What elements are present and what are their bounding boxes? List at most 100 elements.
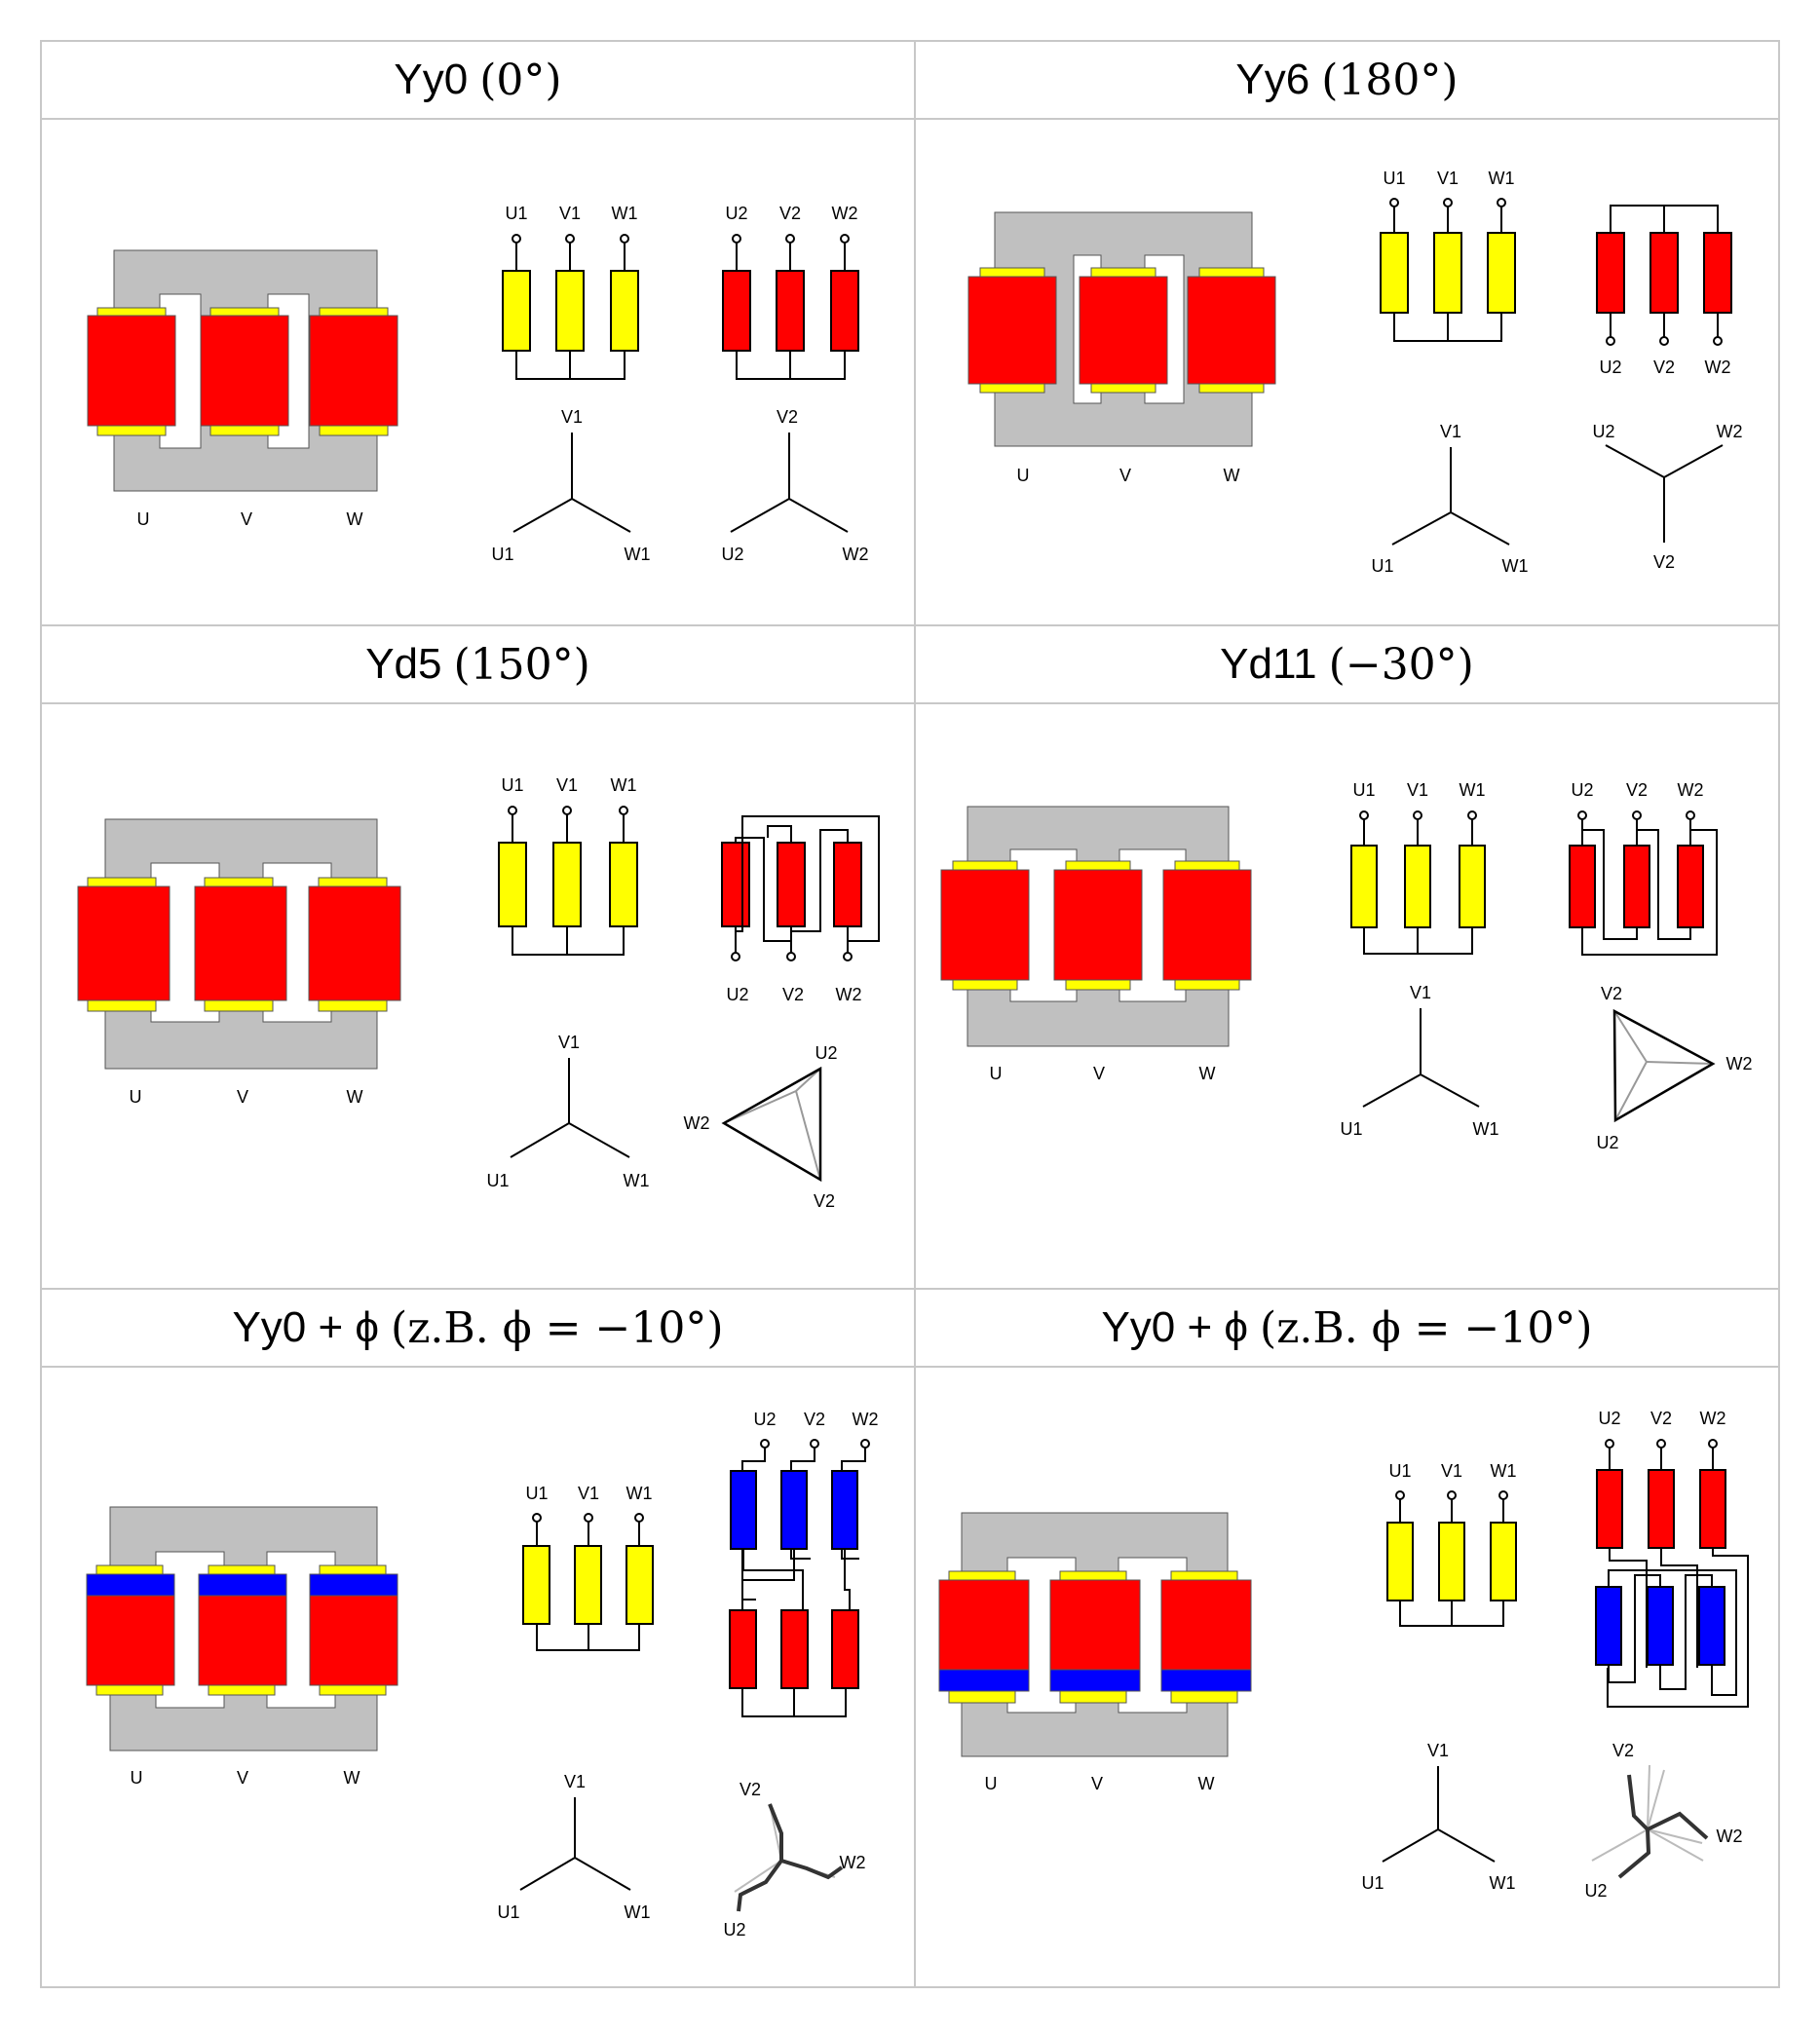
phasor-diagram-secondary-yy0-phi-a: V2 W2 U2 [723, 1780, 865, 1940]
phasor-label-u2: U2 [815, 1043, 837, 1063]
phasor-label-u2: U2 [723, 1920, 745, 1940]
winding-schematic-secondary-yy0-phi-b: U2 V2 W2 [1595, 1409, 1749, 1708]
terminal-label-u1: U1 [1352, 780, 1375, 800]
phasor-diagram-primary-yy0-phi-a: V1 U1 W1 [497, 1772, 650, 1922]
terminal-label-u2: U2 [1571, 780, 1593, 800]
terminal-label-u: U [1017, 466, 1030, 485]
terminal-label-v: V [1091, 1774, 1103, 1793]
winding-schematic-secondary-yy6: U2 V2 W2 [1596, 205, 1732, 377]
phasor-label-w1: W1 [1473, 1119, 1499, 1139]
phasor-label-u1: U1 [1361, 1873, 1384, 1893]
phase-angle: (z.B. ϕ = −10°) [1260, 1302, 1593, 1353]
terminal-label-w: W [347, 1087, 363, 1107]
vector-group-name: Yy0 + ϕ [1101, 1303, 1249, 1351]
winding-schematic-secondary-yy0: U2 V2 W2 [722, 204, 859, 380]
phasor-label-v2: V2 [1612, 1741, 1634, 1760]
terminal-label-v2: V2 [804, 1410, 825, 1429]
phasor-label-w2: W2 [843, 545, 869, 564]
winding-schematic-primary-yy6: U1 V1 W1 [1380, 169, 1516, 342]
phasor-label-v1: V1 [1440, 422, 1461, 441]
cell-title-yy0: Yy0 (0°) [42, 42, 914, 120]
terminal-label-w1: W1 [1491, 1461, 1517, 1481]
phasor-label-w1: W1 [625, 545, 651, 564]
phasor-label-u1: U1 [1371, 556, 1393, 576]
terminal-label-w: W [1224, 466, 1240, 485]
phasor-diagram-secondary-yy0-phi-b: V2 W2 U2 [1584, 1741, 1742, 1901]
phasor-diagram-secondary-yy6: U2 W2 V2 [1592, 422, 1742, 572]
terminal-label-v: V [241, 509, 252, 529]
terminal-label-w2: W2 [1678, 780, 1704, 800]
phasor-label-v1: V1 [561, 407, 583, 427]
phasor-label-u2: U2 [1584, 1881, 1607, 1901]
vector-group-name: Yd5 [365, 640, 442, 688]
phasor-label-v2: V2 [1653, 552, 1675, 572]
winding-schematic-primary-yd11: U1 V1 W1 [1350, 780, 1486, 955]
phasor-label-v2: V2 [739, 1780, 761, 1799]
winding-schematic-secondary-yd5: U2 V2 W2 [721, 815, 880, 1004]
winding-schematic-primary-yy0-phi-b: U1 V1 W1 [1386, 1461, 1517, 1627]
terminal-label-u: U [985, 1774, 998, 1793]
terminal-label-w: W [1199, 1064, 1216, 1083]
terminal-label-w2: W2 [1700, 1409, 1726, 1428]
terminal-label-w: W [347, 509, 363, 529]
cell-title-yy0-phi-b: Yy0 + ϕ (z.B. ϕ = −10°) [916, 1290, 1778, 1368]
phasor-label-u1: U1 [497, 1902, 519, 1922]
phasor-label-u2: U2 [721, 545, 743, 564]
terminal-label-w1: W1 [1489, 169, 1515, 188]
vector-group-name: Yd11 [1220, 640, 1317, 688]
terminal-label-u1: U1 [1383, 169, 1405, 188]
terminal-label-v2: V2 [782, 985, 804, 1004]
transformer-core-yy0-phi-a: U V W [86, 1506, 398, 1788]
terminal-label-v1: V1 [1441, 1461, 1462, 1481]
terminal-label-u: U [131, 1768, 143, 1788]
terminal-label-w: W [344, 1768, 360, 1788]
phasor-label-v1: V1 [1410, 983, 1431, 1002]
phasor-label-w2: W2 [1726, 1054, 1753, 1074]
phasor-label-w2: W2 [1717, 1827, 1743, 1846]
terminal-label-v1: V1 [1407, 780, 1428, 800]
terminal-label-u: U [130, 1087, 142, 1107]
phasor-label-w2: W2 [684, 1113, 710, 1133]
cell-title-yd5: Yd5 (150°) [42, 626, 914, 704]
terminal-label-u2: U2 [1599, 358, 1621, 377]
phasor-label-w2: W2 [1717, 422, 1743, 441]
winding-schematic-primary-yy0-phi-a: U1 V1 W1 [522, 1484, 654, 1651]
row-divider [42, 624, 1778, 626]
phasor-label-u1: U1 [491, 545, 513, 564]
terminal-label-u: U [137, 509, 150, 529]
terminal-label-v: V [1119, 466, 1131, 485]
terminal-label-w2: W2 [836, 985, 862, 1004]
terminal-label-v1: V1 [578, 1484, 599, 1503]
phasor-label-w2: W2 [840, 1853, 866, 1872]
terminal-label-w2: W2 [853, 1410, 879, 1429]
phasor-label-v2: V2 [814, 1191, 835, 1211]
phasor-label-u2: U2 [1592, 422, 1614, 441]
phasor-label-w1: W1 [625, 1902, 651, 1922]
cell-title-yy0-phi-a: Yy0 + ϕ (z.B. ϕ = −10°) [42, 1290, 914, 1368]
phasor-label-w1: W1 [1490, 1873, 1516, 1893]
winding-schematic-primary-yd5: U1 V1 W1 [498, 775, 638, 956]
vector-group-name: Yy6 [1235, 56, 1310, 103]
phasor-diagram-primary-yy0-phi-b: V1 U1 W1 [1361, 1741, 1515, 1893]
winding-schematic-secondary-yd11: U2 V2 W2 [1569, 780, 1718, 956]
phasor-label-u1: U1 [486, 1171, 509, 1190]
phasor-label-w1: W1 [624, 1171, 650, 1190]
terminal-label-v1: V1 [556, 775, 578, 795]
transformer-core-yy0-phi-b: U V W [938, 1512, 1252, 1793]
terminal-label-u: U [990, 1064, 1003, 1083]
terminal-label-u2: U2 [753, 1410, 776, 1429]
cell-title-yy6: Yy6 (180°) [916, 42, 1778, 120]
phasor-diagram-primary-yd5: V1 U1 W1 [486, 1033, 649, 1190]
phasor-label-v1: V1 [564, 1772, 586, 1791]
transformer-vector-group-table: Yy0 (0°) Yy6 (180°) Yd5 (150°) Yd11 (−30… [40, 40, 1780, 1988]
phasor-diagram-secondary-yy0: V2 U2 W2 [721, 407, 868, 564]
terminal-label-v2: V2 [1626, 780, 1648, 800]
terminal-label-w1: W1 [612, 204, 638, 223]
terminal-label-v2: V2 [1653, 358, 1675, 377]
terminal-label-w1: W1 [626, 1484, 653, 1503]
terminal-label-u1: U1 [525, 1484, 548, 1503]
phasor-diagram-secondary-yd5: U2 W2 V2 [684, 1043, 838, 1211]
diagram-canvas: U V W U1 V1 W1 U2 V2 W2 [77, 169, 1753, 1940]
phase-angle: (z.B. ϕ = −10°) [391, 1302, 724, 1353]
phase-angle: (0°) [479, 55, 562, 105]
